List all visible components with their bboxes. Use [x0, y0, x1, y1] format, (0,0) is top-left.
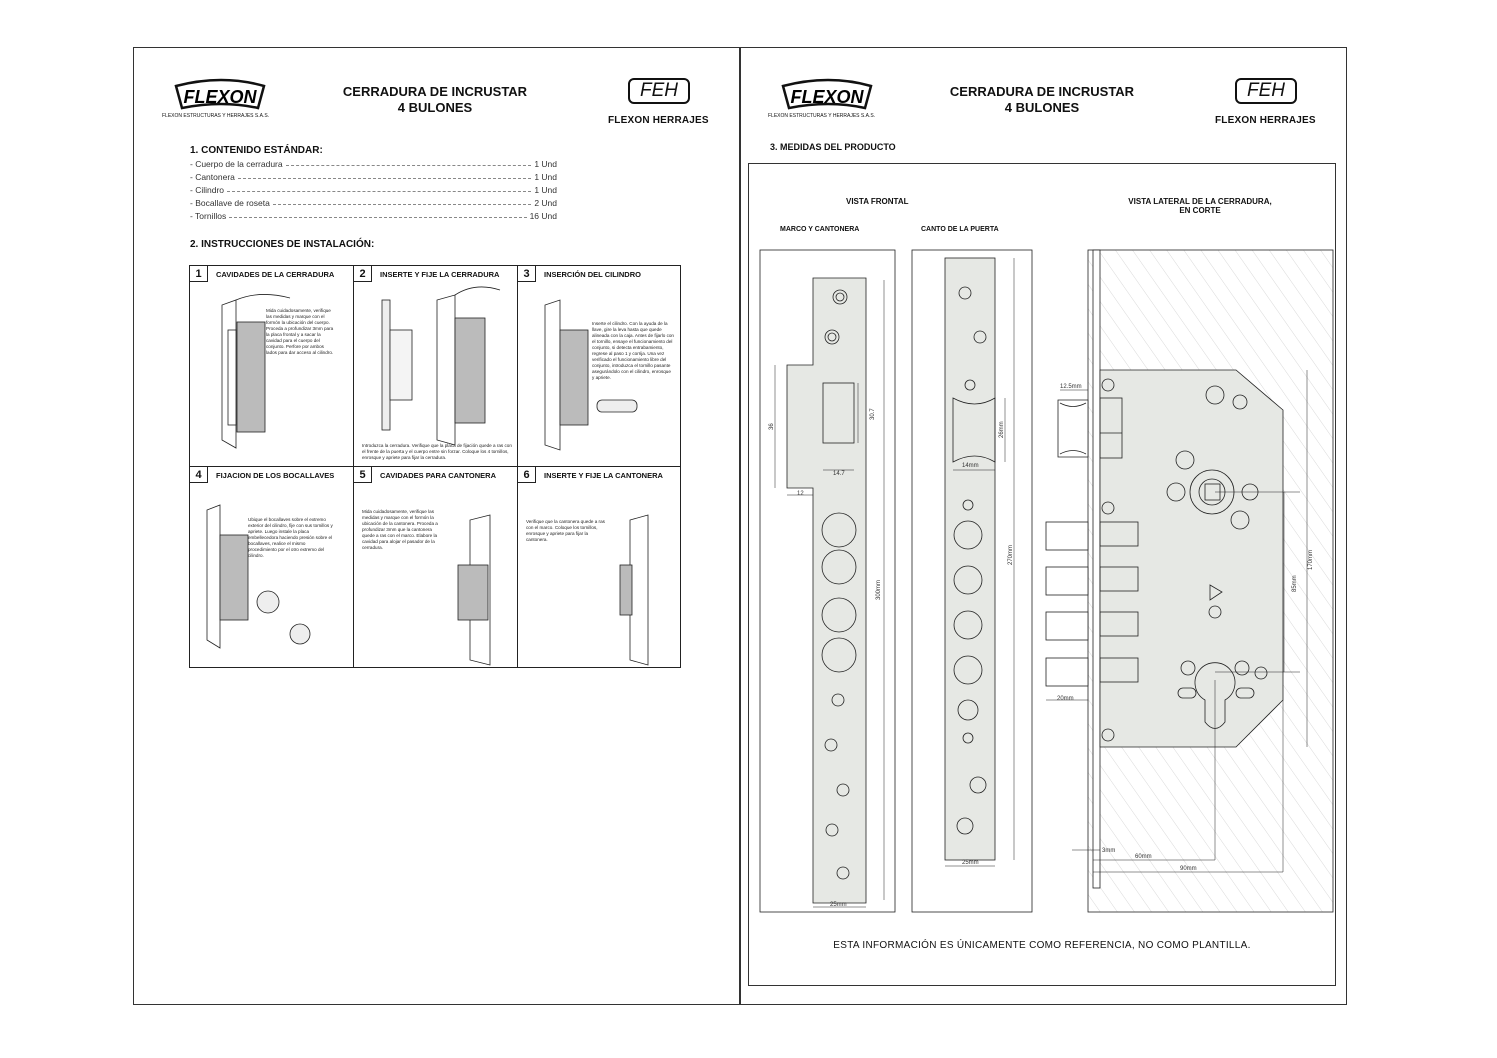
- step-number: 6: [518, 467, 536, 483]
- step-6: 6 INSERTE Y FIJE LA CANTONERA Verifique qu…: [517, 466, 681, 668]
- dim-label: 85mm: [1292, 575, 1298, 592]
- feh-logo: FEH: [628, 78, 690, 104]
- latch-opening: [952, 397, 996, 463]
- doc-title: CERRADURA DE INCRUSTAR 4 BULONES: [315, 84, 555, 116]
- instructions-heading: 2. INSTRUCCIONES DE INSTALACIÓN:: [190, 239, 375, 250]
- face-plate-holes: [953, 286, 987, 835]
- item-label: - Cuerpo de la cerradura: [190, 159, 283, 169]
- dim-label: 14mm: [962, 463, 979, 469]
- step-number: 2: [354, 266, 372, 282]
- step-number: 4: [190, 467, 208, 483]
- item-qty: 2 Und: [534, 198, 557, 208]
- strike-latch-hole: [822, 382, 855, 444]
- step-title: INSERTE Y FIJE LA CANTONERA: [544, 470, 663, 480]
- title-line-2: 4 BULONES: [397, 100, 473, 115]
- title-line-1: CERRADURA DE INCRUSTAR: [342, 84, 528, 99]
- step-title: INSERCIÓN DEL CILINDRO: [544, 269, 641, 279]
- step-title: FIJACION DE LOS BOCALLAVES: [216, 470, 335, 480]
- dim-label: 30.7: [870, 408, 876, 420]
- feh-brand: FLEXON HERRAJES: [608, 115, 709, 126]
- dim-label: 90mm: [1180, 866, 1197, 872]
- list-item: - Cantonera 1 Und: [190, 172, 557, 182]
- step-3: 3 INSERCIÓN DEL CILINDRO Inserte el cilind…: [517, 265, 681, 467]
- svg-text:FLEXON: FLEXON: [790, 87, 864, 107]
- step-5: 5 CAVIDADES PARA CANTONERA Mida cuidadosam…: [353, 466, 518, 668]
- step-text: Mida cuidadosamente, verifique las medid…: [362, 509, 438, 550]
- step-text: Verifique que la cantonera quede a ras c…: [526, 519, 605, 542]
- dim-label: 12: [797, 491, 804, 497]
- cylinder-hole: [1194, 662, 1236, 729]
- item-label: - Cantonera: [190, 172, 235, 182]
- title-line-1: CERRADURA DE INCRUSTAR: [949, 84, 1135, 99]
- side-view-label: VISTA LATERAL DE LA CERRADURA, EN CORTE: [1110, 197, 1290, 215]
- flexon-tagline: FLEXON ESTRUCTURAS Y HERRAJES S.A.S.: [162, 113, 270, 119]
- list-item: - Bocallave de roseta 2 Und: [190, 198, 557, 208]
- svg-text:FLEXON: FLEXON: [183, 87, 257, 107]
- item-qty: 1 Und: [534, 172, 557, 182]
- strike-plate: [786, 277, 867, 904]
- strike-screw-holes: [821, 289, 857, 880]
- door-edge-label: CANTO DE LA PUERTA: [921, 226, 999, 233]
- list-item: - Tornillos 16 Und: [190, 211, 557, 221]
- step-number: 3: [518, 266, 536, 282]
- item-label: - Tornillos: [190, 211, 227, 221]
- side-view-line-2: EN CORTE: [1179, 206, 1221, 215]
- face-plate: [944, 257, 996, 861]
- dim-label: 12.5mm: [1060, 384, 1082, 390]
- dim-label: 300mm: [876, 580, 882, 600]
- doc-title: CERRADURA DE INCRUSTAR 4 BULONES: [922, 84, 1162, 116]
- dim-label: 36: [769, 423, 775, 430]
- list-item: - Cuerpo de la cerradura 1 Und: [190, 159, 557, 169]
- dimension-labels: 300mm 36 30.7 14.7 12 25mm 270mm 26mm 14…: [769, 384, 1314, 908]
- step-number: 1: [190, 266, 208, 282]
- left-page: [133, 47, 740, 1005]
- flexon-tagline: FLEXON ESTRUCTURAS Y HERRAJES S.A.S.: [768, 113, 876, 119]
- item-qty: 16 Und: [529, 211, 557, 221]
- dead-bolts: [1045, 521, 1139, 687]
- dim-label: 25mm: [962, 860, 979, 866]
- feh-brand: FLEXON HERRAJES: [1215, 115, 1316, 126]
- dim-label: 20mm: [1057, 696, 1074, 702]
- measures-heading: 3. MEDIDAS DEL PRODUCTO: [770, 142, 896, 152]
- strike-plate-panel: [759, 249, 896, 913]
- right-page: [740, 47, 1347, 1005]
- dim-label: 60mm: [1135, 854, 1152, 860]
- flexon-logo: FLEXON: [174, 78, 266, 110]
- lock-body: [1099, 369, 1284, 748]
- measures-frame: [748, 163, 1336, 986]
- dim-label: 170mm: [1308, 550, 1314, 570]
- dim-label: 270mm: [1008, 545, 1014, 565]
- step-text: Mida cuidadosamente, verifique las medid…: [266, 308, 334, 355]
- item-label: - Cilindro: [190, 185, 225, 195]
- step-text: Inserte el cilindro. Con la ayuda de la …: [592, 321, 674, 380]
- flexon-logo: FLEXON: [781, 78, 873, 110]
- door-edge-panel: [911, 249, 1033, 913]
- step-title: CAVIDADES PARA CANTONERA: [380, 470, 496, 480]
- contents-heading: 1. CONTENIDO ESTÁNDAR:: [190, 145, 323, 156]
- dim-label: 14.7: [833, 471, 845, 477]
- item-label: - Bocallave de roseta: [190, 198, 270, 208]
- item-qty: 1 Und: [534, 159, 557, 169]
- frame-label: MARCO Y CANTONERA: [780, 226, 860, 233]
- reference-disclaimer: ESTA INFORMACIÓN ES ÚNICAMENTE COMO REFE…: [833, 940, 1251, 951]
- step-title: INSERTE Y FIJE LA CERRADURA: [380, 269, 500, 279]
- step-text: Ubique el bocallaves sobre el extremo ex…: [248, 517, 333, 558]
- item-qty: 1 Und: [534, 185, 557, 195]
- dim-label: 26mm: [999, 421, 1005, 438]
- step-title: CAVIDADES DE LA CERRADURA: [216, 269, 335, 279]
- feh-logo: FEH: [1235, 78, 1297, 104]
- dim-label: 25mm: [830, 902, 847, 908]
- front-view-label: VISTA FRONTAL: [846, 197, 909, 206]
- latch-bolt: [1057, 397, 1123, 459]
- list-item: - Cilindro 1 Und: [190, 185, 557, 195]
- side-view-line-1: VISTA LATERAL DE LA CERRADURA,: [1128, 197, 1272, 206]
- step-number: 5: [354, 467, 372, 483]
- title-line-2: 4 BULONES: [1004, 100, 1080, 115]
- dim-label: 3mm: [1102, 848, 1115, 854]
